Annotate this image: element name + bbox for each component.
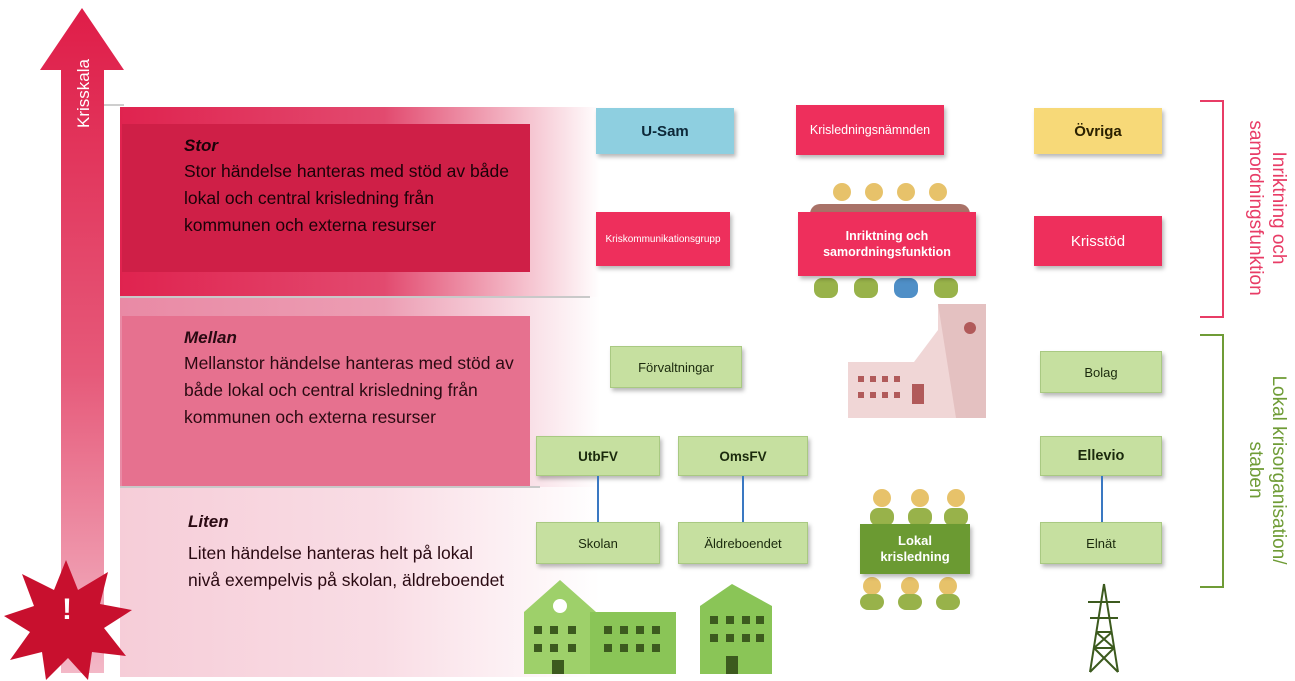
inriktning-side-label: Inriktning och samordningsfunktion xyxy=(1245,120,1289,296)
lokal-krisledning-box: Lokal krisledning xyxy=(860,524,970,574)
aldreboendet-box: Äldreboendet xyxy=(678,522,808,564)
alert-symbol: ! xyxy=(62,593,72,626)
kriskommunikationsgrupp-box: Kriskommunikationsgrupp xyxy=(596,212,730,266)
bracket-inriktning xyxy=(1200,100,1224,318)
level-mellan-panel: Mellan Mellanstor händelse hanteras med … xyxy=(122,316,530,486)
power-pylon-icon xyxy=(1088,583,1120,673)
city-hall-building-icon xyxy=(848,304,986,418)
level-stor-panel: Stor Stor händelse hanteras med stöd av … xyxy=(122,124,530,272)
level-stor-title: Stor xyxy=(184,136,218,155)
alert-starburst-icon xyxy=(4,560,132,680)
elnat-box: Elnät xyxy=(1040,522,1162,564)
band-liten xyxy=(120,487,600,677)
connector-line xyxy=(742,476,744,522)
bracket-lokal xyxy=(1200,334,1224,588)
local-people-group-icon xyxy=(860,489,968,610)
skolan-box: Skolan xyxy=(536,522,660,564)
elderly-home-building-icon xyxy=(700,584,772,674)
level-mellan-text: Mellanstor händelse hanteras med stöd av… xyxy=(184,353,514,427)
level-liten-title: Liten xyxy=(188,512,229,531)
omsfv-box: OmsFV xyxy=(678,436,808,476)
level-divider xyxy=(120,296,590,298)
school-building-icon xyxy=(524,580,676,674)
krisledningsnamnden-box: Krisledningsnämnden xyxy=(796,105,944,155)
connector-line xyxy=(597,476,599,522)
level-mellan-title: Mellan xyxy=(184,328,237,347)
level-stor-text: Stor händelse hanteras med stöd av både … xyxy=(184,161,509,235)
level-liten-text: Liten händelse hanteras helt på lokal ni… xyxy=(188,543,505,590)
u-sam-box: U-Sam xyxy=(596,108,734,154)
utbfv-box: UtbFV xyxy=(536,436,660,476)
bolag-box: Bolag xyxy=(1040,351,1162,393)
connector-line xyxy=(1101,476,1103,522)
forvaltningar-box: Förvaltningar xyxy=(610,346,742,388)
lokal-side-label: Lokal krisorganisation/ staben xyxy=(1245,375,1289,565)
inriktning-box: Inriktning och samordningsfunktion xyxy=(798,212,976,276)
krisskala-arrow xyxy=(40,8,124,673)
ovriga-box: Övriga xyxy=(1034,108,1162,154)
level-divider xyxy=(120,486,540,488)
krisstod-box: Krisstöd xyxy=(1034,216,1162,266)
ellevio-box: Ellevio xyxy=(1040,436,1162,476)
krisskala-label: Krisskala xyxy=(74,59,93,128)
